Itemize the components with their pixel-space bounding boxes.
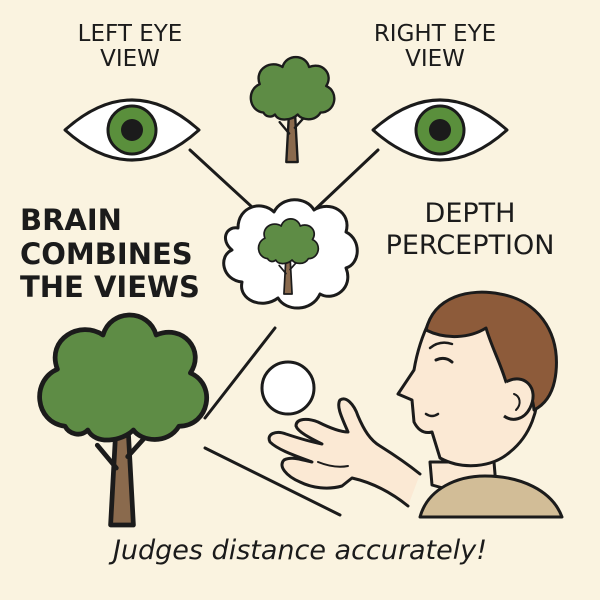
eyebrow — [428, 341, 454, 350]
person-eye — [434, 356, 454, 364]
depth-perception-label: DEPTH PERCEPTION — [385, 198, 555, 262]
large-tree-icon — [40, 315, 207, 525]
sight-line-lower — [203, 446, 342, 517]
left-eye-view-label: LEFT EYE VIEW — [77, 21, 183, 73]
person — [396, 290, 564, 519]
hand — [267, 397, 422, 508]
top-tree-icon — [249, 55, 336, 164]
left-eye — [63, 98, 201, 162]
shirt — [418, 474, 564, 519]
right-eye-view-label: RIGHT EYE VIEW — [373, 21, 497, 73]
brain-combines-label: BRAIN COMBINES THE VIEWS — [20, 203, 200, 305]
ball-icon — [260, 360, 316, 416]
caption: Judges distance accurately! — [112, 535, 488, 566]
right-pupil — [429, 119, 451, 141]
right-eye — [371, 98, 509, 162]
left-pupil — [121, 119, 143, 141]
sight-line-upper — [203, 326, 277, 420]
mouth — [424, 412, 440, 418]
